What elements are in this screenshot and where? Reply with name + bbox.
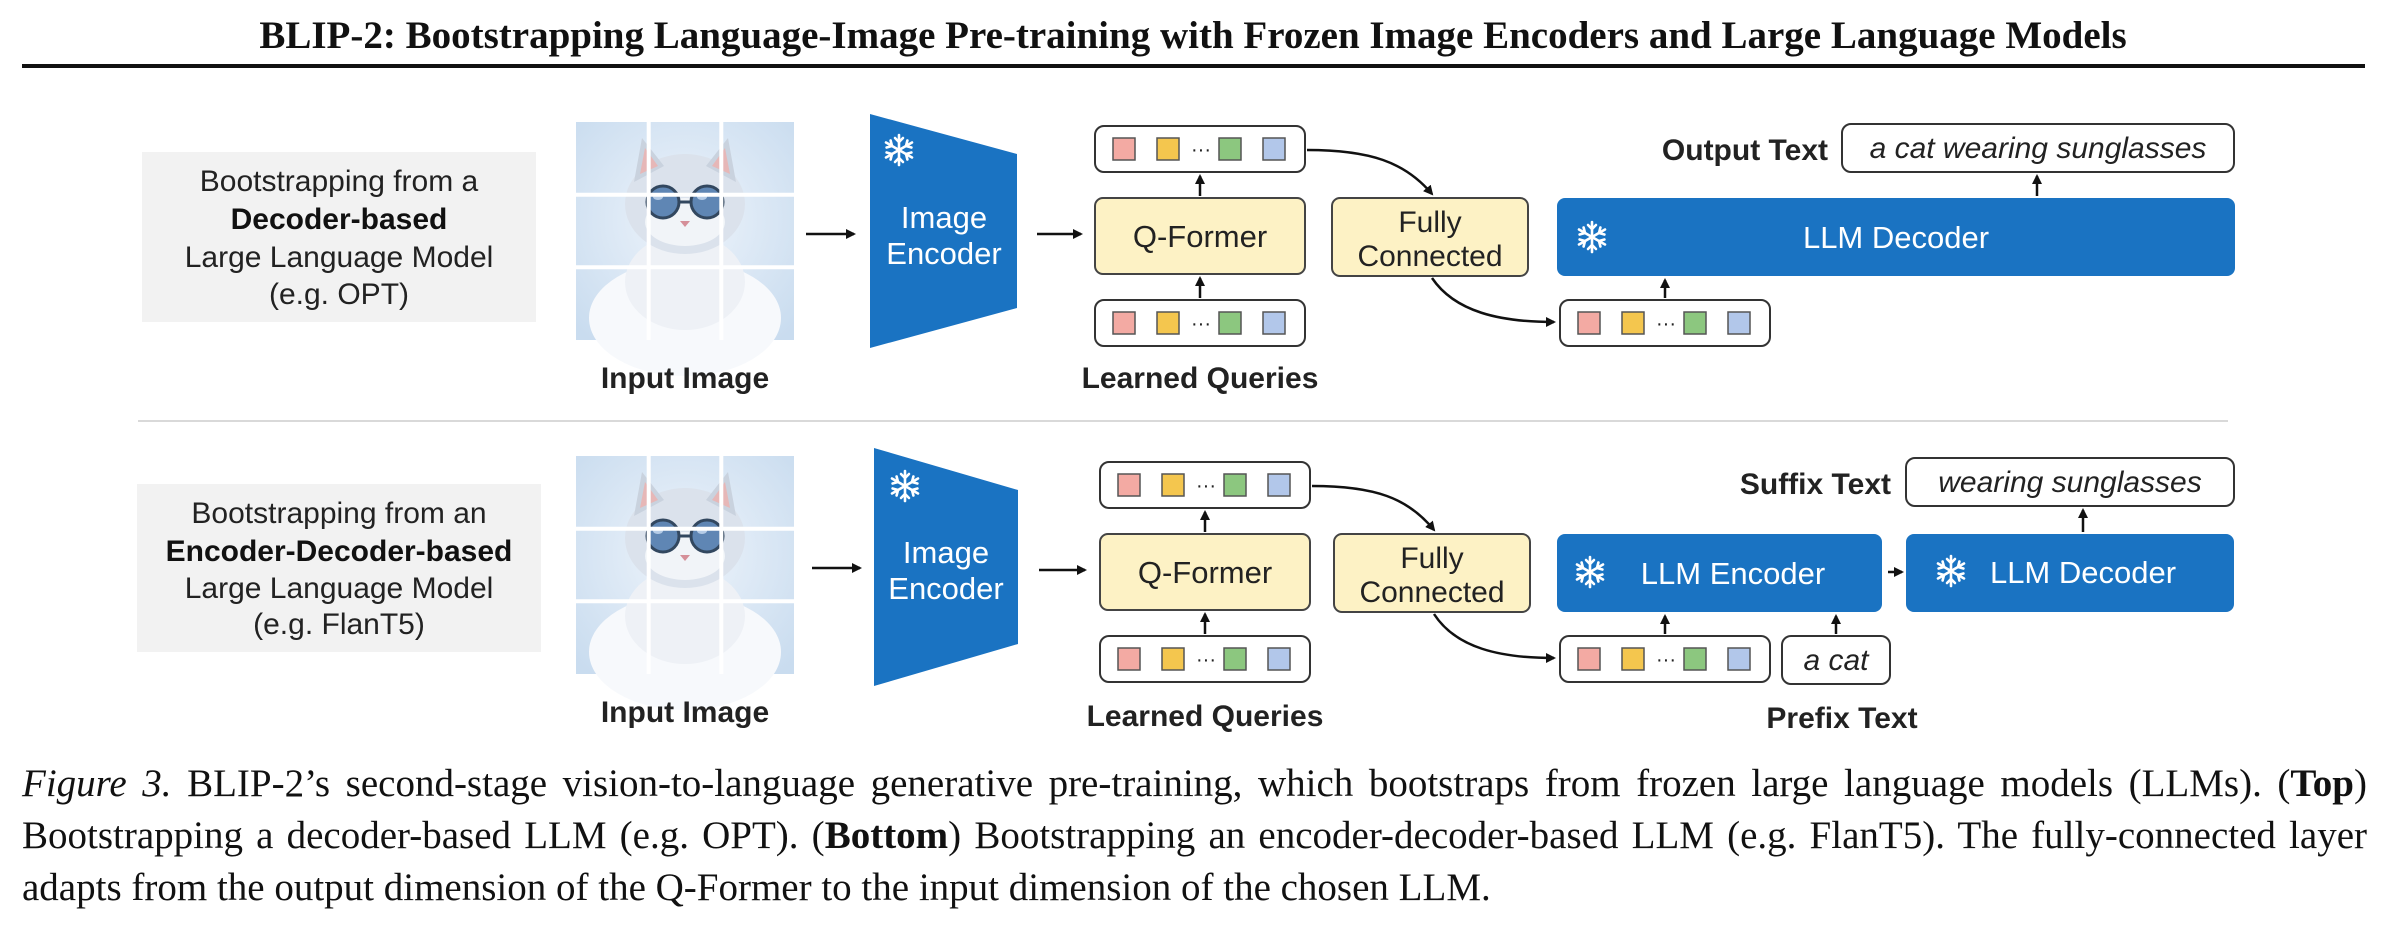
caption-text-2: ) Bootstrapping a decoder-based LLM (e.g… [22, 762, 2367, 857]
bottom-suffix-text: wearing sunglasses [1938, 466, 2201, 499]
bottom-fully-connected [1333, 533, 1531, 613]
token-red [1577, 647, 1601, 671]
token-yellow [1156, 137, 1180, 161]
top-image-encoder-line1: Image [901, 200, 987, 235]
top-input-image-label: Input Image [601, 362, 769, 395]
top-arrow-fc-to-tokens [1430, 277, 1556, 327]
token-green [1223, 473, 1247, 497]
token-ellipsis: ··· [1196, 475, 1216, 497]
figure-caption: Figure 3. BLIP-2’s second-stage vision-t… [22, 758, 2367, 914]
token-blue [1262, 311, 1286, 335]
bottom-output-queries: ··· [1099, 461, 1311, 509]
bottom-llm-decoder-label: LLM Decoder [1990, 555, 2176, 590]
top-output-text-label: Output Text [1662, 134, 1828, 167]
bottom-arrow-queries-to-fc [1311, 484, 1436, 532]
top-arrow-queries-to-fc [1306, 148, 1434, 196]
bottom-side-line2: Encoder-Decoder-based [166, 535, 513, 568]
bottom-prefix-text-label: Prefix Text [1766, 702, 1917, 735]
top-learned-queries-tokens: ··· [1094, 299, 1306, 347]
top-qformer [1094, 197, 1306, 275]
token-yellow [1156, 311, 1180, 335]
bottom-suffix-text-box [1905, 457, 2235, 507]
top-row: Bootstrapping from a Decoder-based Large… [142, 114, 2235, 395]
bottom-side-line3: Large Language Model [185, 572, 494, 605]
token-red [1112, 137, 1136, 161]
caption-text-1: BLIP-2’s second-stage vision-to-language… [171, 762, 2291, 805]
bottom-fc-line1: Fully [1400, 542, 1463, 575]
token-blue [1727, 647, 1751, 671]
bottom-suffix-text-label: Suffix Text [1740, 468, 1891, 501]
top-fc-line1: Fully [1398, 206, 1461, 239]
token-green [1223, 647, 1247, 671]
token-red [1117, 473, 1141, 497]
top-fully-connected [1331, 197, 1529, 277]
token-red [1112, 311, 1136, 335]
top-qformer-label: Q-Former [1133, 219, 1267, 254]
bottom-llm-input-tokens: ··· [1559, 635, 1771, 683]
top-llm-decoder-label: LLM Decoder [1803, 220, 1989, 255]
token-green [1218, 311, 1242, 335]
token-yellow [1621, 311, 1645, 335]
bottom-image-encoder-line2: Encoder [888, 571, 1003, 606]
top-side-line3: Large Language Model [185, 241, 494, 274]
bottom-llm-encoder-label: LLM Encoder [1641, 556, 1825, 591]
token-yellow [1161, 473, 1185, 497]
top-llm-input-tokens: ··· [1559, 299, 1771, 347]
caption-text-3: ) Bootstrapping an encoder-decoder-based… [22, 814, 2368, 909]
bottom-side-box [137, 484, 541, 652]
top-output-text-box [1841, 123, 2235, 173]
top-image-encoder [870, 114, 1017, 348]
token-green [1683, 311, 1707, 335]
token-yellow [1161, 647, 1185, 671]
top-output-queries: ··· [1094, 125, 1306, 173]
bottom-row: Bootstrapping from an Encoder-Decoder-ba… [137, 448, 2235, 735]
token-red [1117, 647, 1141, 671]
bottom-arrow-fc-to-tokens [1432, 613, 1556, 663]
token-red [1577, 311, 1601, 335]
bottom-qformer-label: Q-Former [1138, 555, 1272, 590]
top-side-line2: Decoder-based [231, 203, 448, 236]
bottom-fc-line2: Connected [1359, 576, 1504, 609]
token-blue [1267, 473, 1291, 497]
bottom-input-image-label: Input Image [601, 696, 769, 729]
bottom-prefix-text-box [1781, 635, 1891, 685]
top-input-image [574, 120, 796, 378]
token-blue [1727, 311, 1751, 335]
caption-bottom-word: Bottom [824, 814, 949, 857]
top-llm-decoder [1557, 198, 2235, 276]
token-ellipsis: ··· [1191, 139, 1211, 161]
token-blue [1262, 137, 1286, 161]
bottom-llm-decoder [1906, 534, 2234, 612]
figure-title: BLIP-2: Bootstrapping Language-Image Pre… [259, 14, 2126, 57]
top-output-text: a cat wearing sunglasses [1870, 132, 2207, 165]
top-fc-line2: Connected [1357, 240, 1502, 273]
bottom-learned-queries-label: Learned Queries [1087, 700, 1324, 733]
bottom-llm-encoder [1557, 534, 1882, 612]
bottom-qformer [1099, 533, 1311, 611]
token-blue [1267, 647, 1291, 671]
token-green [1218, 137, 1242, 161]
bottom-learned-queries-tokens: ··· [1099, 635, 1311, 683]
top-side-box [142, 152, 536, 322]
token-yellow [1621, 647, 1645, 671]
bottom-image-encoder [874, 448, 1018, 686]
bottom-side-line4: (e.g. FlanT5) [253, 608, 425, 641]
token-ellipsis: ··· [1191, 313, 1211, 335]
top-side-line1: Bootstrapping from a [200, 165, 479, 198]
top-side-line4: (e.g. OPT) [269, 278, 409, 311]
bottom-side-line1: Bootstrapping from an [191, 497, 486, 530]
top-image-encoder-line2: Encoder [886, 236, 1001, 271]
token-green [1683, 647, 1707, 671]
token-ellipsis: ··· [1656, 649, 1676, 671]
token-ellipsis: ··· [1196, 649, 1216, 671]
token-ellipsis: ··· [1656, 313, 1676, 335]
bottom-input-image [574, 454, 796, 712]
top-learned-queries-label: Learned Queries [1082, 362, 1319, 395]
bottom-image-encoder-line1: Image [903, 535, 989, 570]
caption-top-word: Top [2290, 762, 2354, 805]
caption-label: Figure 3. [22, 762, 172, 805]
bottom-prefix-text: a cat [1803, 644, 1870, 677]
